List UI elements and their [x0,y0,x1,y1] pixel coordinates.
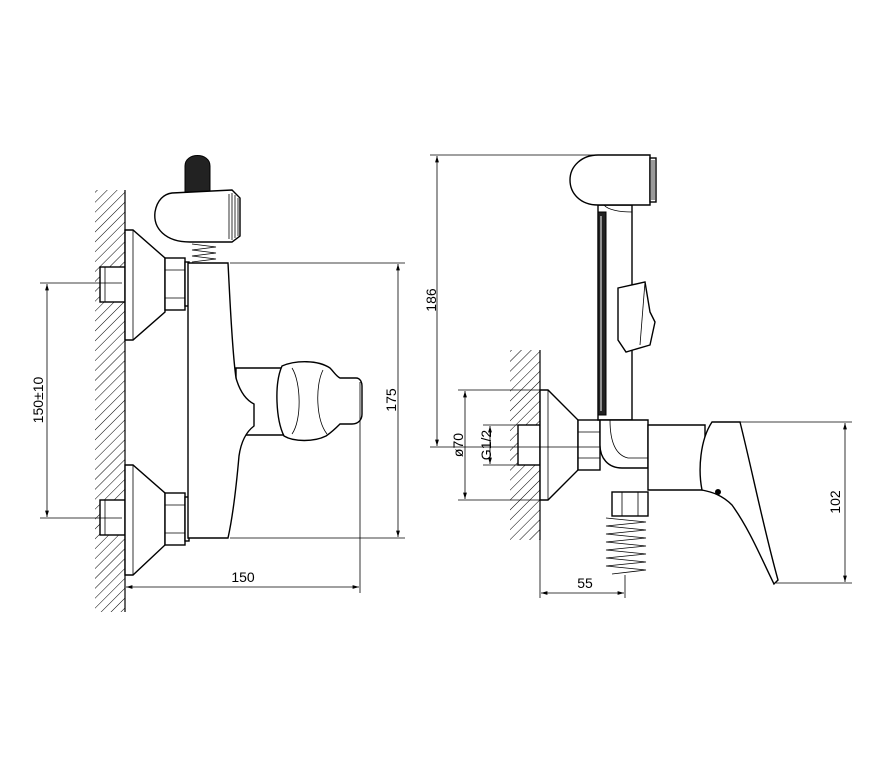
dimension-g1-2: G1/2 [478,424,520,466]
lower-pipe-stub [99,499,126,536]
front-view: 150±10 175 150 [30,155,405,612]
dimension-label: 175 [383,388,399,412]
shower-head [569,154,651,206]
knob-outline [276,361,363,442]
upper-pipe-stub [99,266,126,303]
shower-head-nozzle [649,157,657,203]
side-nut [577,419,601,471]
mixer-knob [276,361,363,442]
shower-holder [154,155,241,263]
dimension-150: 150 [126,382,361,593]
hand-shower [569,154,657,421]
mixer-lever [699,421,779,586]
lower-inlet [99,464,190,576]
dimension-label: 102 [827,490,843,514]
lower-nut [164,492,186,546]
knob-contour [291,367,300,435]
pipe-stub [517,424,541,466]
dimension-o70: ø70 [450,389,545,501]
trigger-edge [639,281,646,346]
lower-flange [124,464,166,576]
left-wall [95,190,126,612]
shower-hose-top [184,155,211,193]
lever-pivot-dot [715,489,721,495]
upper-inlet [99,229,190,341]
wall-hatching [95,190,125,612]
dimension-label: 150 [231,569,255,585]
hose-coil [191,243,217,263]
mixer-body [187,262,255,539]
lower-hose [605,491,649,575]
dimension-label: ø70 [450,433,466,457]
dimension-150-10: 150±10 [30,282,122,519]
dimension-186: 186 [423,154,650,448]
side-mixer-body [647,424,706,491]
holder-grip-lines [228,193,239,240]
knob-contour [317,369,328,435]
hose-coil [605,517,647,575]
dimension-label: 186 [423,288,439,312]
dimension-label: 150±10 [30,376,46,423]
dimension-55: 55 [539,540,626,598]
holder-bracket [154,189,241,243]
side-view: 186 ø70 G1/2 55 102 [423,154,852,598]
upper-nut [164,257,186,311]
dimension-102: 102 [712,421,852,584]
dimension-label: 55 [577,575,593,591]
dimension-label: G1/2 [478,430,494,461]
side-flange [539,389,579,501]
elbow-contour [609,419,648,459]
upper-flange [124,229,166,341]
shower-hose-strip [597,211,607,416]
handle-joint [603,204,633,213]
shower-trigger [617,281,656,353]
elbow-connector [599,419,649,469]
dimension-175: 175 [230,262,405,539]
hose-nut [611,491,649,517]
